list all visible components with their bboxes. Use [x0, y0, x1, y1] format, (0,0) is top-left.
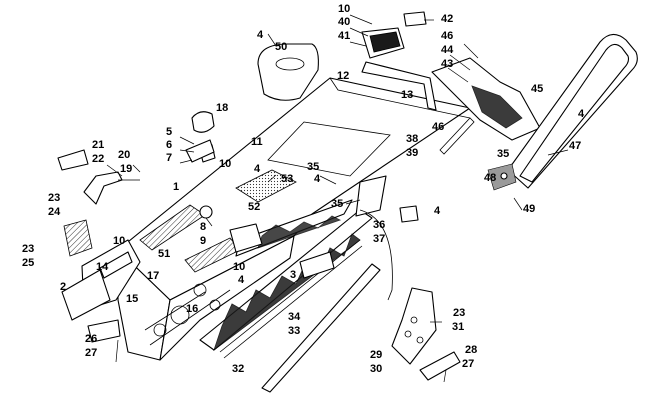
callout-10: 10 — [338, 3, 350, 15]
callout-35: 35 — [307, 161, 319, 173]
callout-49: 49 — [523, 203, 535, 215]
callout-29: 29 — [370, 349, 382, 361]
callout-16: 16 — [186, 303, 198, 315]
callout-4: 4 — [578, 108, 585, 120]
callout-38: 38 — [406, 133, 418, 145]
rear-bumper — [507, 33, 638, 189]
callout-labels: 1234444445678910101010111213141516171819… — [22, 3, 585, 375]
callout-37: 37 — [373, 233, 385, 245]
callout-26: 26 — [85, 333, 97, 345]
callout-36: 36 — [373, 219, 385, 231]
callout-33: 33 — [288, 325, 300, 337]
callout-34: 34 — [288, 311, 301, 323]
callout-10: 10 — [233, 261, 245, 273]
callout-53: 53 — [281, 173, 293, 185]
callout-51: 51 — [158, 248, 170, 260]
callout-27: 27 — [85, 347, 97, 359]
callout-18: 18 — [216, 102, 228, 114]
callout-10: 10 — [219, 158, 231, 170]
callout-22: 22 — [92, 153, 104, 165]
rear-flap-assembly — [431, 43, 541, 155]
callout-50: 50 — [275, 41, 287, 53]
callout-35: 35 — [497, 148, 509, 160]
callout-23: 23 — [22, 243, 34, 255]
callout-4: 4 — [254, 163, 261, 175]
callout-39: 39 — [406, 147, 418, 159]
callout-45: 45 — [531, 83, 543, 95]
side-rails — [219, 175, 419, 393]
callout-27: 27 — [462, 358, 474, 370]
callout-28: 28 — [465, 344, 477, 356]
callout-7: 7 — [166, 152, 172, 164]
callout-35: 35 — [331, 198, 343, 210]
callout-46: 46 — [432, 121, 444, 133]
callout-11: 11 — [251, 136, 263, 148]
callout-10: 10 — [113, 235, 125, 247]
callout-25: 25 — [22, 257, 34, 269]
callout-15: 15 — [126, 293, 138, 305]
callout-24: 24 — [48, 206, 61, 218]
callout-4: 4 — [257, 29, 264, 41]
front-left-parts — [57, 149, 141, 363]
callout-14: 14 — [96, 261, 109, 273]
callout-42: 42 — [441, 13, 453, 25]
callout-52: 52 — [248, 201, 260, 213]
footrest-assembly — [391, 287, 461, 383]
callout-46: 46 — [441, 30, 453, 42]
callout-12: 12 — [337, 70, 349, 82]
callout-3: 3 — [290, 269, 296, 281]
callout-21: 21 — [92, 139, 104, 151]
callout-8: 8 — [200, 221, 206, 233]
rear-hardware — [487, 163, 523, 211]
callout-17: 17 — [147, 270, 159, 282]
callout-4: 4 — [314, 173, 321, 185]
callout-9: 9 — [200, 235, 206, 247]
callout-30: 30 — [370, 363, 382, 375]
callout-23: 23 — [48, 192, 60, 204]
callout-5: 5 — [166, 126, 172, 138]
callout-19: 19 — [120, 163, 132, 175]
callout-23: 23 — [453, 307, 465, 319]
callout-31: 31 — [452, 321, 464, 333]
callout-1: 1 — [173, 181, 179, 193]
callout-40: 40 — [338, 16, 350, 28]
callout-2: 2 — [60, 281, 66, 293]
callout-43: 43 — [441, 58, 453, 70]
center-parts — [179, 111, 277, 253]
callout-20: 20 — [118, 149, 130, 161]
callout-47: 47 — [569, 140, 581, 152]
callout-4: 4 — [238, 274, 245, 286]
callout-41: 41 — [338, 30, 350, 42]
tail-parts — [349, 11, 437, 111]
callout-44: 44 — [441, 44, 454, 56]
callout-13: 13 — [401, 89, 413, 101]
callout-32: 32 — [232, 363, 244, 375]
seat — [257, 33, 319, 101]
callout-48: 48 — [484, 172, 496, 184]
tunnel-chassis — [117, 77, 471, 361]
callout-4: 4 — [434, 205, 441, 217]
callout-6: 6 — [166, 139, 172, 151]
